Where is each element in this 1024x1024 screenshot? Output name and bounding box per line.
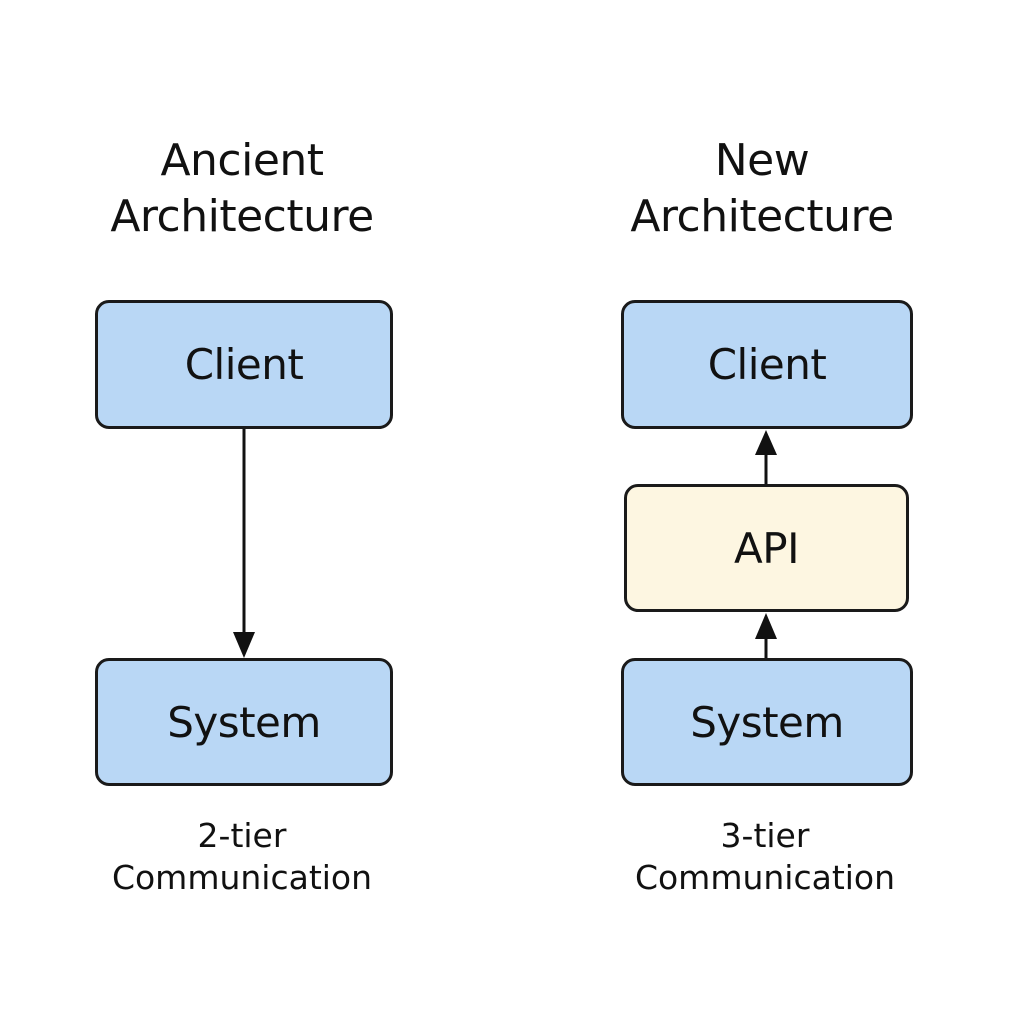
api-node: API bbox=[624, 484, 909, 612]
left-title-line2: Architecture bbox=[110, 191, 374, 242]
right-system-node: System bbox=[621, 658, 913, 786]
left-system-node: System bbox=[95, 658, 393, 786]
left-title-line1: Ancient bbox=[160, 135, 324, 186]
arrow-system-to-api bbox=[755, 613, 777, 658]
left-client-label: Client bbox=[184, 340, 304, 389]
left-title: Ancient Architecture bbox=[92, 133, 392, 245]
right-caption-line2: Communication bbox=[634, 858, 896, 897]
right-client-node: Client bbox=[621, 300, 913, 429]
arrow-api-to-client bbox=[755, 430, 777, 484]
left-client-node: Client bbox=[95, 300, 393, 429]
left-system-label: System bbox=[167, 697, 321, 747]
left-caption-line1: 2-tier bbox=[197, 816, 287, 855]
left-caption: 2-tier Communication bbox=[92, 815, 392, 899]
api-label: API bbox=[734, 523, 799, 573]
right-system-label: System bbox=[690, 697, 844, 747]
arrow-client-to-system bbox=[233, 429, 255, 658]
left-caption-line2: Communication bbox=[111, 858, 373, 897]
right-title: New Architecture bbox=[612, 133, 912, 245]
right-caption-line1: 3-tier bbox=[720, 816, 810, 855]
right-title-line2: Architecture bbox=[630, 191, 894, 242]
right-client-label: Client bbox=[707, 340, 827, 389]
right-caption: 3-tier Communication bbox=[615, 815, 915, 899]
right-title-line1: New bbox=[714, 135, 810, 186]
